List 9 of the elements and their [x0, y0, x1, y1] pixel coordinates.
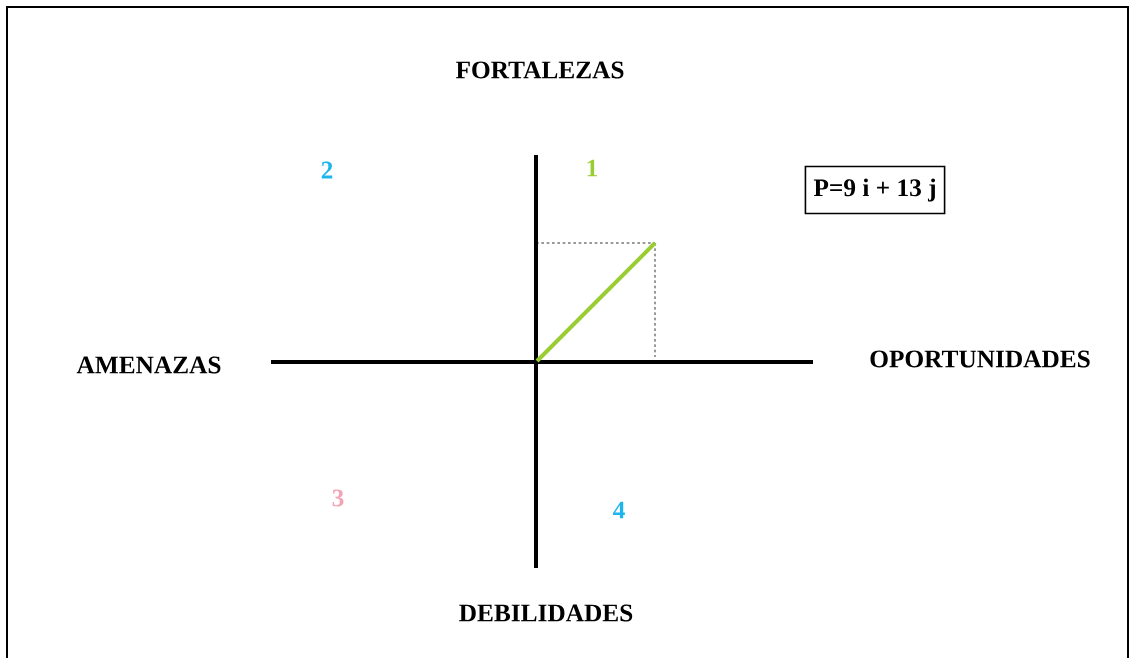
formula-box: P=9 i + 13 j: [804, 165, 946, 215]
axis-label: OPORTUNIDADES: [870, 350, 1090, 368]
axis-label: AMENAZAS: [76, 356, 221, 374]
quadrant-number: 2: [321, 161, 333, 179]
quadrant-number: 4: [613, 501, 625, 519]
axis-label: FORTALEZAS: [455, 61, 624, 79]
axis-label: DEBILIDADES: [459, 604, 633, 622]
quadrant-number: 1: [587, 159, 598, 177]
quadrant-number: 3: [332, 489, 344, 507]
